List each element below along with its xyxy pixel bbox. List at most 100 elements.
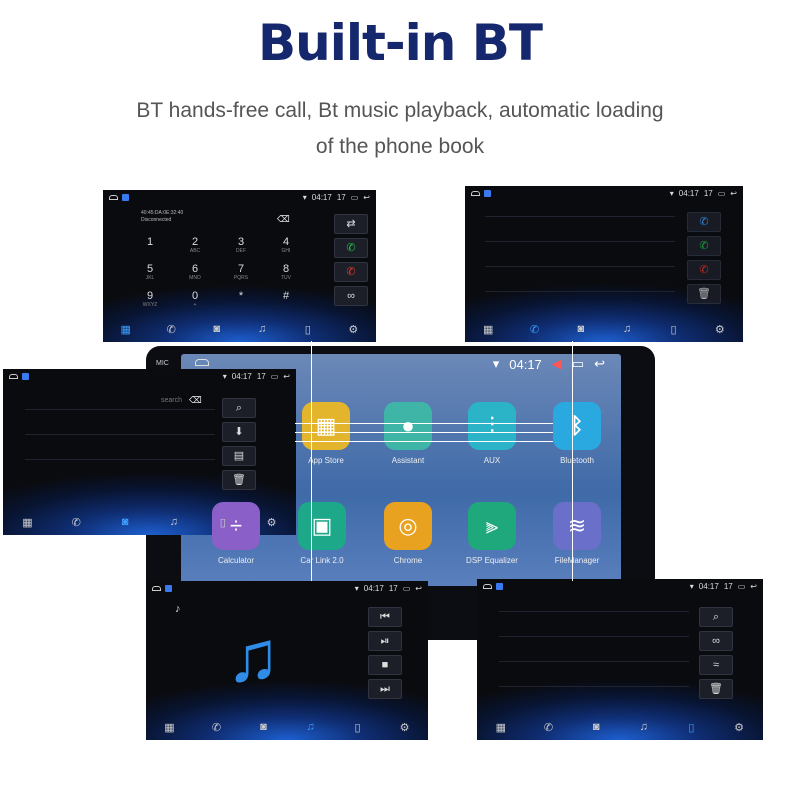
back-icon[interactable]: ↩ <box>363 192 370 202</box>
dsp-equalizer-app[interactable]: ⫸DSP Equalizer <box>466 502 518 565</box>
dialpad-icon[interactable]: ▦ <box>495 721 507 734</box>
save-icon[interactable]: ▤ <box>222 446 256 466</box>
play-pause-icon[interactable]: ⏯ <box>368 631 402 651</box>
next-icon[interactable]: ⏭ <box>368 679 402 699</box>
settings-icon[interactable]: ⚙ <box>348 323 359 336</box>
key-hash[interactable]: # <box>282 290 290 302</box>
window-icon[interactable]: ▭ <box>737 581 746 591</box>
assistant-icon: ● <box>384 402 432 450</box>
file-manager-app[interactable]: ≋FileManager <box>552 502 602 565</box>
unlink-icon[interactable]: ≈ <box>699 655 733 675</box>
music-icon[interactable]: ♫ <box>306 721 315 733</box>
settings-icon[interactable]: ⚙ <box>714 323 725 336</box>
delete-icon[interactable]: 🗑 <box>687 284 721 304</box>
key-star[interactable]: * <box>238 290 244 302</box>
dialpad-icon[interactable]: ▦ <box>120 323 131 336</box>
call-log-icon[interactable]: ✆ <box>529 323 540 336</box>
call-icon[interactable]: ✆ <box>687 212 721 232</box>
phone-device-icon[interactable]: ▯ <box>219 516 226 529</box>
answer-call-icon[interactable]: ✆ <box>334 238 368 258</box>
delete-icon[interactable]: 🗑 <box>222 470 256 490</box>
back-icon[interactable]: ↩ <box>730 188 737 198</box>
back-icon[interactable]: ↩ <box>750 581 757 591</box>
key-0[interactable]: 0+ <box>191 290 199 308</box>
music-note-icon: ♫ <box>226 617 280 697</box>
window-icon[interactable]: ▭ <box>571 356 585 371</box>
settings-icon[interactable]: ⚙ <box>266 516 277 529</box>
backspace-icon[interactable]: ⌫ <box>189 395 202 405</box>
home-icon[interactable] <box>9 373 18 379</box>
phone-device-icon[interactable]: ▯ <box>688 721 695 734</box>
home-icon[interactable] <box>471 190 480 196</box>
wifi-icon: ▾ <box>669 188 674 198</box>
search-icon[interactable]: ⌕ <box>699 607 733 627</box>
received-call-icon[interactable]: ✆ <box>687 236 721 256</box>
search-icon[interactable]: ⌕ <box>222 398 256 418</box>
music-icon[interactable]: ♫ <box>169 516 179 528</box>
phone-device-icon[interactable]: ▯ <box>670 323 677 336</box>
window-icon[interactable]: ▭ <box>350 192 359 202</box>
calculator-app[interactable]: ÷Calculator <box>211 502 261 565</box>
download-icon[interactable]: ⬇ <box>222 422 256 442</box>
back-icon[interactable]: ↩ <box>283 371 290 381</box>
mic-label: MIC <box>156 360 169 367</box>
home-icon[interactable] <box>152 585 161 591</box>
search-field[interactable]: search <box>161 397 183 404</box>
window-icon[interactable]: ▭ <box>270 371 279 381</box>
missed-call-icon[interactable]: ✆ <box>687 260 721 280</box>
stop-icon[interactable]: ■ <box>368 655 402 675</box>
link-icon[interactable]: ∞ <box>334 286 368 306</box>
back-icon[interactable]: ↩ <box>415 583 422 593</box>
mute-icon[interactable]: ◀ <box>551 356 562 371</box>
car-link-app[interactable]: ▣Car Link 2.0 <box>297 502 347 565</box>
settings-icon[interactable]: ⚙ <box>399 721 410 734</box>
transfer-icon[interactable]: ⇄ <box>334 214 368 234</box>
home-icon[interactable] <box>109 194 118 200</box>
connector <box>311 341 312 581</box>
contacts-icon[interactable]: ◙ <box>577 323 585 335</box>
music-icon[interactable]: ♫ <box>639 721 648 733</box>
settings-icon[interactable]: ⚙ <box>734 721 745 734</box>
dialpad-icon[interactable]: ▦ <box>22 516 33 529</box>
back-icon[interactable]: ↩ <box>594 356 605 371</box>
delete-icon[interactable]: 🗑 <box>699 679 733 699</box>
call-log-icon[interactable]: ✆ <box>71 516 81 529</box>
hangup-call-icon[interactable]: ✆ <box>334 262 368 282</box>
link-icon[interactable]: ∞ <box>699 631 733 651</box>
contacts-icon[interactable]: ◙ <box>121 516 129 528</box>
key-1[interactable]: 1 <box>146 236 154 248</box>
signal: 17 <box>388 583 398 593</box>
previous-icon[interactable]: ⏮ <box>368 607 402 627</box>
window-icon[interactable]: ▭ <box>717 188 726 198</box>
window-icon[interactable]: ▭ <box>402 583 411 593</box>
phone-device-icon[interactable]: ▯ <box>354 721 361 734</box>
music-icon[interactable]: ♫ <box>258 323 267 335</box>
app-store-app[interactable]: ▦App Store <box>301 402 351 465</box>
contacts-icon[interactable]: ◙ <box>213 323 221 335</box>
aux-app[interactable]: ⫶AUX <box>467 402 517 465</box>
backspace-icon[interactable]: ⌫ <box>277 214 290 224</box>
music-icon[interactable]: ♫ <box>623 323 632 335</box>
call-log-icon[interactable]: ✆ <box>211 721 222 734</box>
home-icon[interactable] <box>483 583 492 589</box>
call-log-icon[interactable]: ✆ <box>166 323 176 336</box>
dialpad-icon[interactable]: ▦ <box>482 323 494 336</box>
bluetooth-icon <box>496 582 503 590</box>
phone-device-icon[interactable]: ▯ <box>304 323 311 336</box>
dialpad-icon[interactable]: ▦ <box>164 721 175 734</box>
chrome-app[interactable]: ◎Chrome <box>383 502 433 565</box>
contacts-icon[interactable]: ◙ <box>592 721 600 733</box>
assistant-app[interactable]: ●Assistant <box>383 402 433 465</box>
call-log-icon[interactable]: ✆ <box>543 721 554 734</box>
contacts-icon[interactable]: ◙ <box>260 721 267 733</box>
home-icon[interactable] <box>195 359 209 366</box>
